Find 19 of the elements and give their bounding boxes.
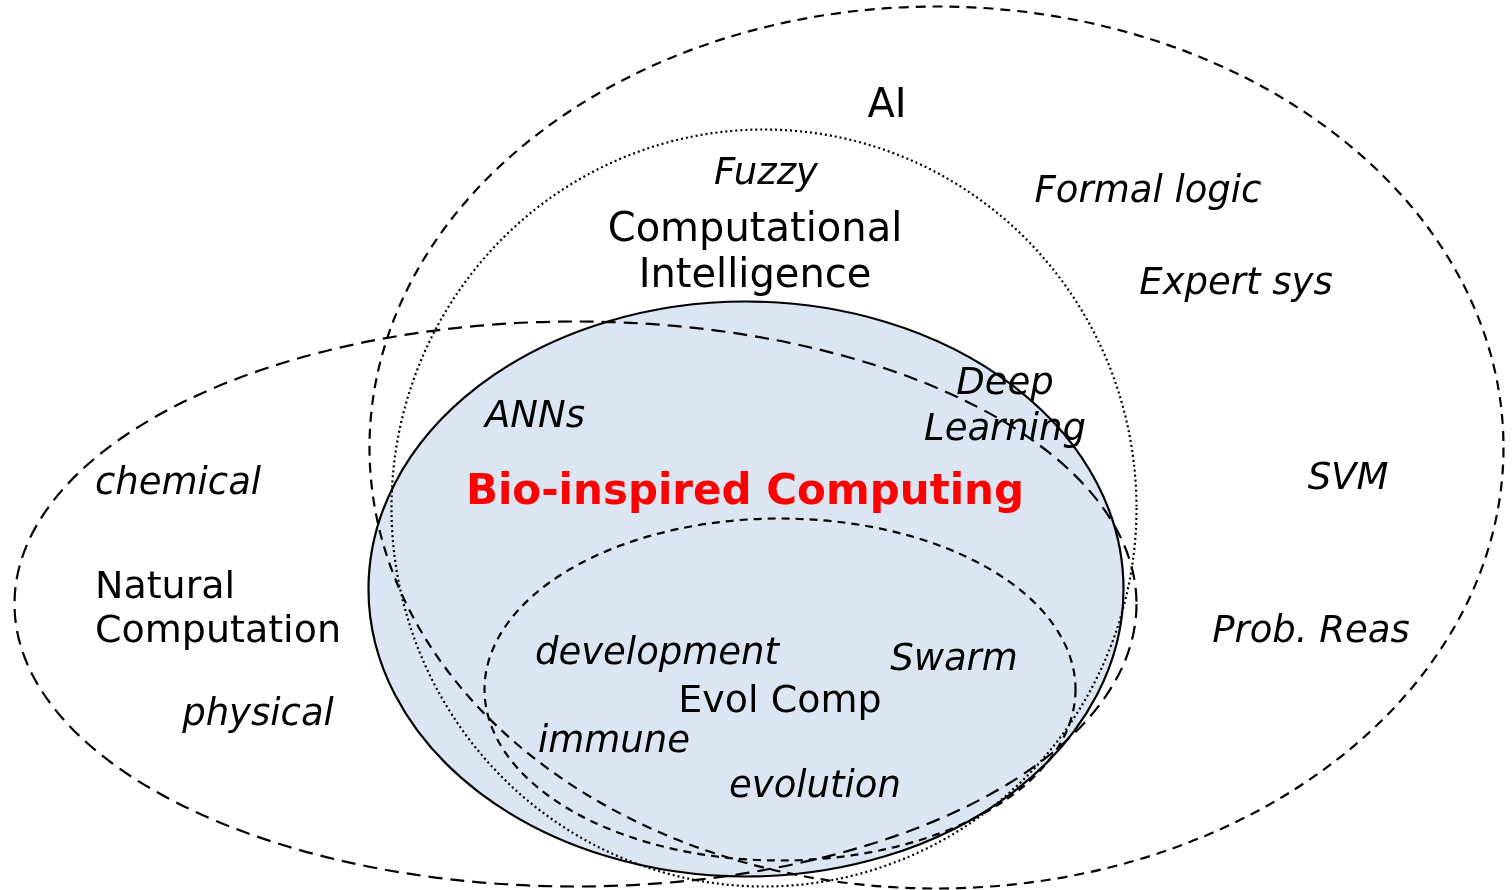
item-label: SVM [1307,453,1389,500]
item-label: Expert sys [1139,258,1333,305]
set-ellipse [368,5,1505,890]
set-ellipse [483,517,1077,862]
set-ellipse [13,320,1138,888]
set-label: Natural Computation [95,564,342,652]
set-ellipse [367,300,1125,878]
set-label: Computational Intelligence [606,204,904,296]
item-label: Prob. Reas [1212,606,1410,653]
item-label: Fuzzy [714,148,818,195]
item-label: physical [182,689,334,736]
item-label: evolution [729,761,901,808]
set-label: Bio-inspired Computing [465,465,1025,515]
set-label: AI [867,80,907,126]
item-label: development [534,628,780,675]
item-label: Formal logic [1034,166,1262,213]
item-label: chemical [94,458,262,505]
item-label: Swarm [890,634,1018,681]
item-label: ANNs [485,391,585,438]
